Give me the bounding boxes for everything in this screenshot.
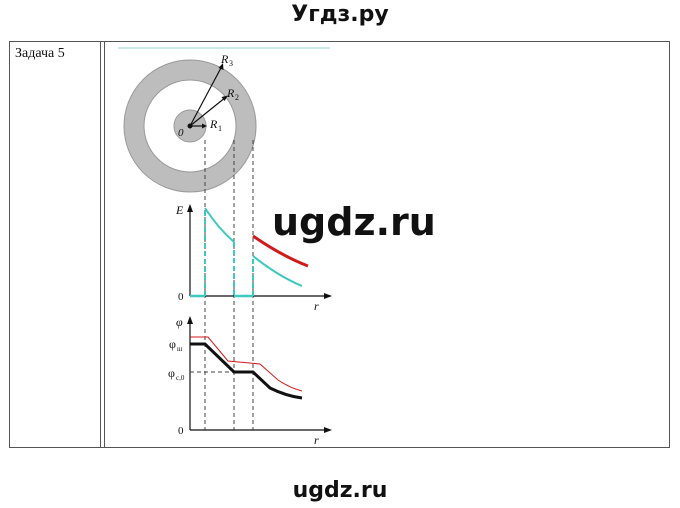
e-field-curve-outer xyxy=(252,255,303,287)
r2-subscript: 2 xyxy=(235,93,239,102)
column-divider xyxy=(100,42,101,447)
r3-arrow xyxy=(189,65,223,127)
answer-table: Задача 5 xyxy=(9,41,670,448)
footer-site-title: ugdz.ru xyxy=(292,478,388,503)
potential-curve-red xyxy=(190,336,303,392)
phi-x-label: r xyxy=(314,433,319,447)
radius-guide-lines xyxy=(204,140,254,430)
e-x-label: r xyxy=(314,299,319,313)
potential-curve-black xyxy=(190,342,303,400)
phi-c-label: φ xyxy=(168,366,175,380)
phi-w-subscript: ш xyxy=(177,345,183,353)
r1-label: R xyxy=(209,117,218,131)
phi-c-subscript: с,0 xyxy=(176,374,185,382)
concentric-spheres-diagram: 0 R 1 R 2 R 3 xyxy=(123,52,257,193)
r2-arrow xyxy=(189,96,227,127)
phi-origin-label: 0 xyxy=(178,425,184,437)
r2-label: R xyxy=(226,86,235,100)
task-label: Задача 5 xyxy=(15,46,65,61)
r3-subscript: 3 xyxy=(229,59,233,68)
phi-w-label: φ xyxy=(169,337,176,351)
r3-label: R xyxy=(220,52,229,66)
e-field-graph: E r 0 xyxy=(175,203,332,313)
potential-graph: φ r 0 φ ш φ с,0 xyxy=(168,315,332,447)
r1-subscript: 1 xyxy=(218,124,222,133)
e-field-curve-red xyxy=(252,234,309,268)
e-field-curve-gap xyxy=(204,207,235,243)
e-origin-label: 0 xyxy=(178,291,184,303)
phi-y-label: φ xyxy=(176,315,183,329)
column-divider xyxy=(104,42,105,447)
watermark: ugdz.ru xyxy=(272,200,436,244)
center-label: 0 xyxy=(178,127,184,139)
e-y-label: E xyxy=(175,203,184,217)
site-title: Угдз.ру xyxy=(291,2,389,27)
